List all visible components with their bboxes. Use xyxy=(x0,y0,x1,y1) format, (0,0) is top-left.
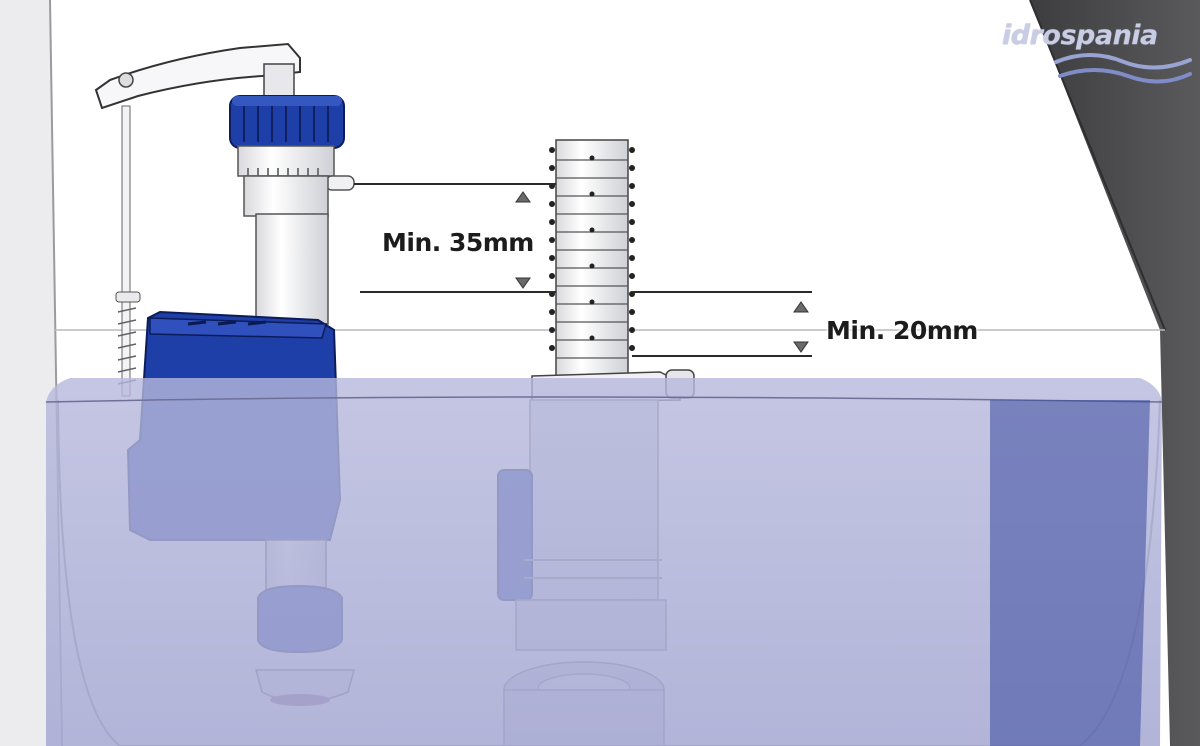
arrow-down-icon xyxy=(515,277,531,289)
brand-waves-icon xyxy=(1054,53,1192,84)
arrow-up-icon xyxy=(515,191,531,203)
tank-back-wall xyxy=(1030,0,1200,746)
water xyxy=(46,378,1162,746)
arrow-up-icon xyxy=(793,301,809,313)
dimension-markers xyxy=(354,183,812,357)
min-35mm-label: Min. 35mm xyxy=(382,228,534,257)
min-20mm-label: Min. 20mm xyxy=(826,316,978,345)
brand-logo: idrospania xyxy=(1002,20,1158,51)
arrow-down-icon xyxy=(793,341,809,353)
